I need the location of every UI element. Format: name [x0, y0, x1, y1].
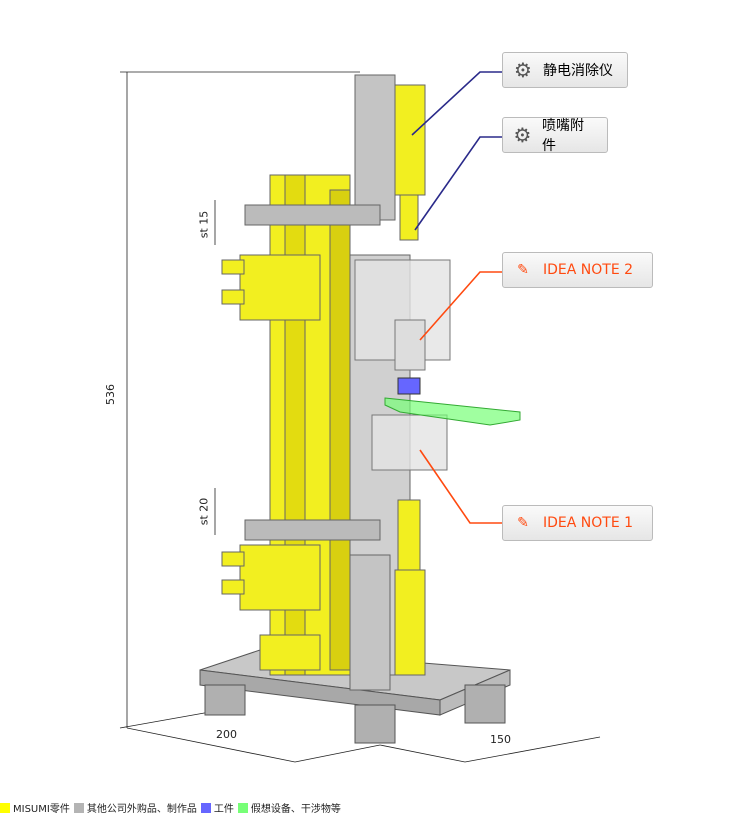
- callout-label: IDEA NOTE 1: [543, 515, 634, 531]
- workpiece: [397, 377, 421, 395]
- callout-nozzle-attachment[interactable]: ⚙ 喷嘴附件: [502, 117, 608, 154]
- legend-swatch: [237, 802, 248, 813]
- legend-swatch: [200, 802, 211, 813]
- interference-rail: [384, 397, 521, 426]
- callout-label: 喷嘴附件: [541, 118, 584, 154]
- legend-label: 工件: [213, 804, 234, 815]
- callout-static-eliminator[interactable]: ⚙ 静电消除仪: [502, 52, 628, 88]
- callout-label: IDEA NOTE 2: [543, 262, 634, 278]
- callout-line-4: [419, 449, 502, 524]
- dimension-width: 200: [216, 728, 237, 741]
- legend: MISUMI零件 其他公司外购品、制作品 工件 假想设备、干涉物等: [0, 800, 341, 815]
- callout-line-1: [411, 71, 502, 136]
- stroke-top: st 15: [197, 210, 211, 239]
- pencil-icon: ✎: [517, 515, 529, 531]
- dimension-depth: 150: [490, 733, 511, 746]
- cylinders: [221, 84, 426, 676]
- pencil-icon: ✎: [517, 262, 529, 278]
- legend-swatch: [0, 802, 10, 813]
- callout-idea-note-2[interactable]: ✎ IDEA NOTE 2: [502, 252, 653, 288]
- dimension-lines: [119, 71, 601, 763]
- dimension-height: 536: [104, 384, 117, 405]
- legend-label: MISUMI零件: [13, 804, 70, 815]
- callout-line-2: [414, 136, 502, 231]
- callout-line-3: [419, 271, 502, 341]
- callout-label: 静电消除仪: [543, 63, 613, 79]
- gear-icon: ⚙: [514, 58, 532, 82]
- legend-label: 其他公司外购品、制作品: [86, 804, 197, 815]
- legend-swatch: [73, 802, 84, 813]
- gear-icon: ⚙: [513, 123, 532, 147]
- legend-label: 假想设备、干涉物等: [250, 804, 341, 815]
- stroke-bottom: st 20: [197, 497, 211, 526]
- nozzle-chamber: [354, 259, 451, 471]
- callout-idea-note-1[interactable]: ✎ IDEA NOTE 1: [502, 505, 653, 541]
